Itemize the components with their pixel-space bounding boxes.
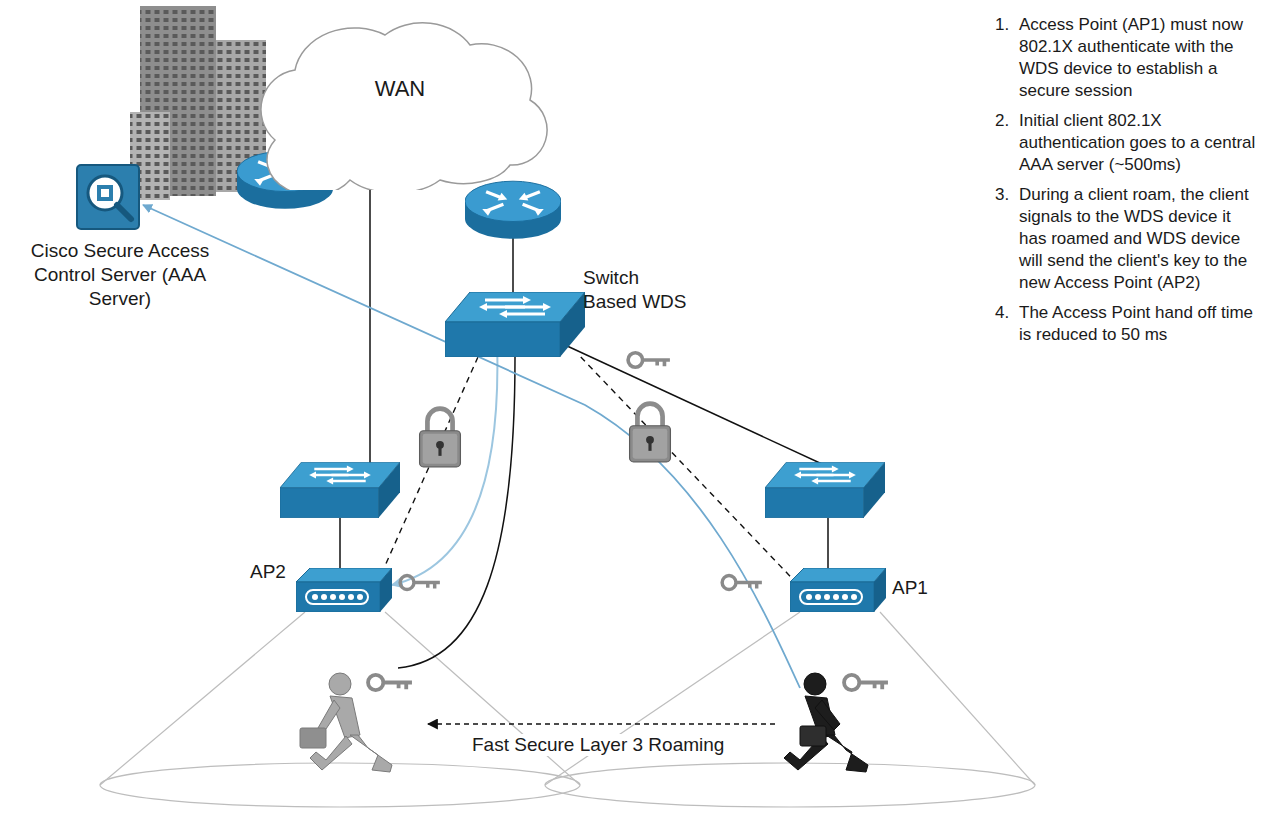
access-point-icon: [296, 568, 392, 612]
wds-switch-shape: [445, 292, 585, 357]
key: [628, 353, 670, 368]
aaa-server-icon: [75, 163, 141, 231]
person-left: [300, 673, 392, 772]
note-text: Access Point (AP1) must now 802.1X authe…: [1019, 14, 1261, 102]
wds-switch-icon: [445, 292, 585, 357]
drawing-part: [369, 180, 371, 470]
auth-path: [143, 205, 800, 688]
node-label: AP2: [250, 560, 294, 584]
switch: [765, 462, 885, 518]
callout-number: 3.: [995, 184, 1019, 294]
callout-number: 4.: [995, 302, 1019, 346]
drawing-part: [826, 735, 868, 772]
drawing-part: [545, 763, 1035, 807]
access-point-icon: [790, 568, 886, 612]
person-right: [784, 673, 868, 772]
wan-cloud-icon: [235, 20, 565, 190]
caption-label: Fast Secure Layer 3 Roaming: [468, 734, 728, 756]
drawing-part: [100, 763, 580, 807]
access-point: AP2: [296, 568, 392, 612]
drawing-part: [300, 728, 326, 748]
drawing-part: [350, 735, 392, 772]
list-item: 3.During a client roam, the client signa…: [995, 184, 1261, 294]
connector: [392, 357, 497, 585]
wan-cloud-shape: [261, 23, 547, 196]
access-point-shape: [296, 568, 392, 612]
roaming-arrow: [428, 723, 775, 725]
router: [465, 181, 561, 239]
connector: [581, 357, 790, 576]
drawing-part: [329, 673, 351, 695]
note-text: The Access Point hand off time is reduce…: [1019, 302, 1261, 346]
node-label: Switch Based WDS: [583, 266, 695, 314]
list-item: 1.Access Point (AP1) must now 802.1X aut…: [995, 14, 1261, 102]
note-text: During a client roam, the client signals…: [1019, 184, 1261, 294]
callout-number: 1.: [995, 14, 1019, 102]
lock: [420, 409, 461, 467]
drawing-part: [100, 612, 305, 785]
key: [722, 576, 762, 590]
drawing-part: [800, 726, 826, 746]
drawing-part: [545, 612, 800, 785]
note-text: Initial client 802.1X authentication goe…: [1019, 110, 1261, 176]
key: [400, 576, 440, 590]
drawing-part: [804, 673, 826, 695]
lock: [630, 404, 671, 462]
aaa-server-shape: [77, 165, 139, 229]
access-point: AP1: [790, 568, 886, 612]
callout-number: 2.: [995, 110, 1019, 176]
drawing-part: [827, 518, 829, 570]
access-point-shape: [790, 568, 886, 612]
key: [844, 675, 888, 690]
node-label: AP1: [892, 576, 936, 600]
node-label: Cisco Secure Access Control Server (AAA …: [13, 239, 227, 311]
drawing-part: [385, 612, 580, 785]
key: [368, 675, 412, 690]
list-item: 4.The Access Point hand off time is redu…: [995, 302, 1261, 346]
switch: [280, 462, 400, 518]
drawing-part: [880, 612, 1035, 785]
drawing-part: [398, 357, 515, 668]
numbered-list: 1.Access Point (AP1) must now 802.1X aut…: [995, 14, 1261, 354]
drawing-part: [339, 518, 341, 570]
wires: [340, 180, 835, 668]
list-item: 2.Initial client 802.1X authentication g…: [995, 110, 1261, 176]
node-label: WAN: [235, 76, 565, 102]
aaa-server: Cisco Secure Access Control Server (AAA …: [75, 163, 141, 231]
coverage-cones: [100, 612, 1035, 807]
wan-cloud: WAN: [235, 20, 565, 190]
drawing-part: [318, 700, 340, 732]
drawing-part: [565, 345, 835, 470]
wds-switch: Switch Based WDS: [445, 292, 585, 357]
